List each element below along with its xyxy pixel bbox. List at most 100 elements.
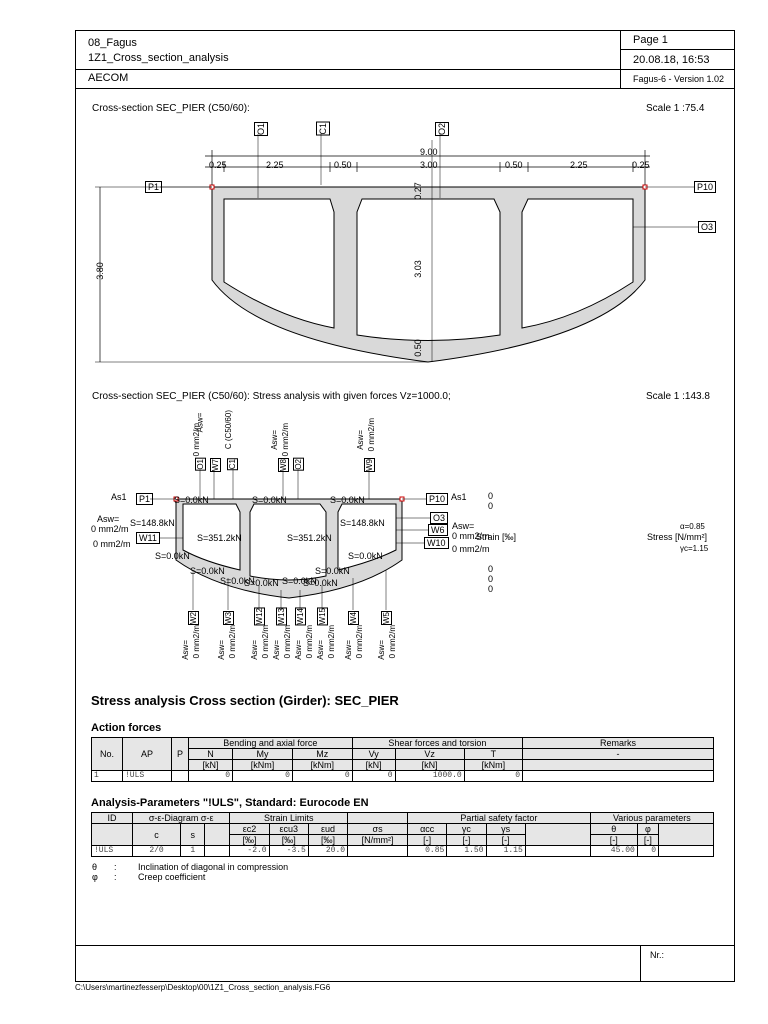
- fig2-tag-p10: P10: [426, 493, 449, 505]
- action-forces-table: No. AP P Bending and axial force Shear f…: [91, 737, 714, 782]
- action-forces-title: Action forces: [91, 722, 162, 734]
- fig2-tag-p1: P1: [136, 493, 154, 505]
- cell-eud: 20.0: [307, 845, 349, 857]
- fig2-shear-bottom-8: S=0.0kN: [303, 578, 338, 588]
- fig2-scale: Scale 1 :143.8: [646, 391, 710, 402]
- col-strain-limits: Strain Limits: [229, 812, 349, 824]
- col-eud: εud: [307, 823, 349, 835]
- col-ecu3: εcu3: [268, 823, 309, 835]
- fig1-void-center: [356, 198, 501, 341]
- fig2-shear-top-right: S=0.0kN: [330, 495, 365, 505]
- fig2-tag-c1: C1: [227, 458, 238, 471]
- fig2-title: Cross-section SEC_PIER (C50/60): Stress …: [92, 391, 451, 402]
- fig2-shear-bottom-4: S=0.0kN: [315, 566, 350, 576]
- fig1-dim-6: 2.25: [570, 160, 588, 170]
- cell-var-blank: [658, 845, 714, 857]
- fig2-asw-label-2: Asw=: [270, 430, 279, 450]
- unit-remarks: [522, 759, 714, 771]
- cell-diag-blank: [204, 845, 231, 857]
- col-ec2: εc2: [229, 823, 270, 835]
- gamma-label: γc=1.15: [680, 544, 709, 553]
- unit-eud: [‰]: [307, 834, 349, 846]
- col-s: s: [180, 823, 206, 846]
- fig1-scale: Scale 1 :75.4: [646, 103, 705, 114]
- strain-zero-5: 0: [488, 584, 494, 594]
- fig2-shear-bottom-6: S=0.0kN: [244, 578, 279, 588]
- params-table: ID σ-ε-Diagram σ-ε Strain Limits Partial…: [91, 812, 715, 857]
- fig2-shear-inner-left: S=351.2kN: [197, 533, 242, 543]
- fig2-asw-value-2: 0 mm2/m: [281, 423, 290, 457]
- fig2-asw-bottom-label-4: Asw=: [272, 640, 281, 660]
- alpha-label: α=0.85: [680, 522, 705, 531]
- fig2-asw-left-value: 0 mm2/m: [91, 524, 129, 534]
- strain-zero-1: 0: [488, 491, 494, 501]
- fig2-asw-right-label: Asw=: [452, 521, 475, 531]
- project-name: 08_Fagus: [88, 37, 137, 49]
- col-acc: αcc: [407, 823, 448, 835]
- col-no: No.: [91, 737, 123, 771]
- fig2-tag-w8: W8: [278, 458, 289, 472]
- fig2-asw-value-1: 0 mm2/m: [192, 423, 201, 457]
- fig2-concrete-label: C (C50/60): [224, 410, 233, 450]
- fig2-void-right: [337, 503, 397, 571]
- unit-sigma-s: [N/mm²]: [347, 834, 409, 846]
- fig1-title: Cross-section SEC_PIER (C50/60):: [92, 103, 250, 114]
- fig1-tag-p10: P10: [694, 181, 717, 193]
- fig2-asw-bottom-value-3: 0 mm2/m: [261, 625, 270, 659]
- version: Fagus-6 - Version 1.02: [633, 74, 725, 84]
- fig2-asw-bottom-value-2: 0 mm2/m: [228, 625, 237, 659]
- cell-remarks: [522, 770, 714, 782]
- col-n: N: [187, 748, 234, 760]
- fig1-tag-o3: O3: [698, 221, 717, 233]
- cell-vz: 1000.0: [394, 770, 465, 782]
- strain-zero-3: 0: [488, 564, 494, 574]
- fig2-void-left: [182, 503, 241, 571]
- fig2-tag-w13: W13: [276, 607, 287, 626]
- col-remarks-sub: -: [522, 748, 714, 760]
- col-sigma-s: σs: [347, 823, 409, 835]
- fig2-asw-right-value: 0 mm2/m: [452, 531, 490, 541]
- legend-symbol: φ: [92, 872, 98, 882]
- legend-text: Inclination of diagonal in compression: [138, 862, 289, 872]
- col-diagram: σ-ε-Diagram σ-ε: [131, 812, 231, 824]
- unit-acc: [-]: [407, 834, 448, 846]
- unit-vz: [kN]: [394, 759, 465, 771]
- fig2-asw-bottom-label-1: Asw=: [181, 640, 190, 660]
- fig2-shear-web-left: S=148.8kN: [130, 518, 175, 528]
- cell-ec2: -2.0: [229, 845, 270, 857]
- fig2-tag-w4: W4: [348, 611, 359, 625]
- cell-gc: 1.50: [446, 845, 487, 857]
- cell-n: 0: [187, 770, 234, 782]
- fig2-shear-bottom-2: S=0.0kN: [348, 551, 383, 561]
- fig2-shear-inner-right: S=351.2kN: [287, 533, 332, 543]
- col-id: ID: [91, 812, 133, 824]
- col-bending: Bending and axial force: [188, 737, 353, 749]
- col-ap: AP: [122, 737, 172, 771]
- strain-zero-2: 0: [488, 501, 494, 511]
- col-various: Various parameters: [589, 812, 715, 824]
- col-diag-blank: [204, 823, 231, 846]
- table-row: !ULS 2/0 1 -2.0 -3.5 20.0 0.85 1.50 1.15…: [91, 845, 714, 857]
- unit-t: [kNm]: [463, 759, 524, 771]
- fig2-asw-left-value-2: 0 mm2/m: [93, 539, 131, 549]
- fig2-asw-bottom-value-4: 0 mm2/m: [283, 625, 292, 659]
- fig2-tag-w15: W15: [317, 607, 328, 626]
- fig2-tag-w2: W2: [188, 611, 199, 625]
- fig2-asw-bottom-label-5: Asw=: [294, 640, 303, 660]
- cell-t: 0: [463, 770, 524, 782]
- table-row: 1 !ULS 0 0 0 0 1000.0 0: [91, 770, 714, 782]
- col-theta: θ: [589, 823, 638, 835]
- fig2-asw-bottom-label-3: Asw=: [250, 640, 259, 660]
- legend-text: Creep coefficient: [138, 872, 206, 882]
- page-number: Page 1: [633, 34, 668, 46]
- fig2-tag-w10: W10: [424, 537, 449, 549]
- fig2-asw-bottom-value-6: 0 mm2/m: [327, 625, 336, 659]
- fig1-dim-3: 0.50: [334, 160, 352, 170]
- cell-id: !ULS: [91, 845, 133, 857]
- params-title: Analysis-Parameters "!ULS", Standard: Eu…: [91, 797, 369, 809]
- fig2-tag-w7: W7: [210, 458, 221, 472]
- unit-mz: [kNm]: [291, 759, 353, 771]
- cell-psf-blank: [524, 845, 591, 857]
- file-name: 1Z1_Cross_section_analysis: [88, 52, 229, 64]
